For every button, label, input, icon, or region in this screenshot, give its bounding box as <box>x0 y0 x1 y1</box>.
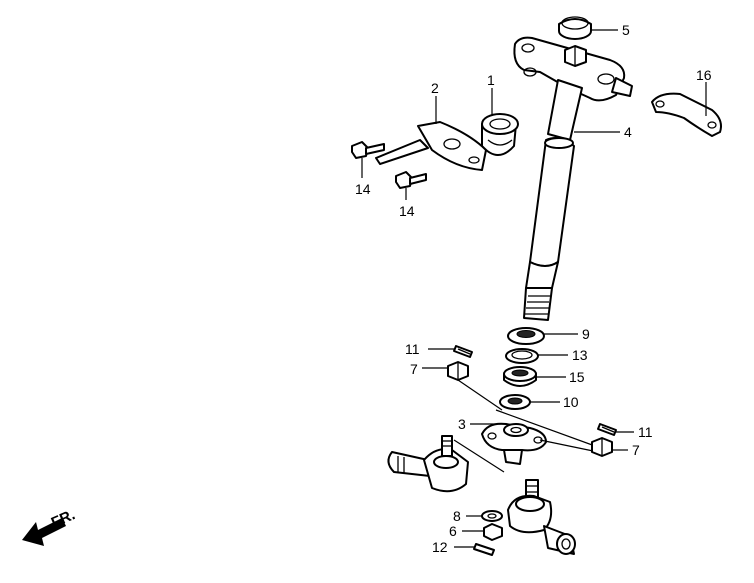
part-12-cotter-pin <box>473 543 495 556</box>
part-5-cap <box>558 16 592 40</box>
part-9-oil-seal <box>507 327 545 345</box>
callout-14-lower: 14 <box>399 203 415 219</box>
part-13-circlip <box>505 348 539 364</box>
part-11-cotter-pin-left <box>453 345 473 358</box>
callout-4: 4 <box>624 124 632 140</box>
part-7-castle-nut-left <box>447 361 469 381</box>
callout-1: 1 <box>487 72 495 88</box>
callout-16: 16 <box>696 67 712 83</box>
part-14-bolt-lower <box>395 171 427 189</box>
part-2-holder <box>375 121 487 171</box>
callout-7-left: 7 <box>410 361 418 377</box>
callout-10: 10 <box>563 394 579 410</box>
callout-12: 12 <box>432 539 448 555</box>
part-4-steering-shaft <box>513 36 633 321</box>
callout-6: 6 <box>449 523 457 539</box>
part-10-oil-seal <box>499 394 531 410</box>
part-1-bushing <box>481 113 519 156</box>
part-6-nut <box>483 523 503 541</box>
tie-rod-end-left <box>387 435 469 493</box>
part-7-castle-nut-right <box>591 437 613 457</box>
callout-11-right: 11 <box>638 424 653 440</box>
front-direction-label: FR. <box>49 506 78 531</box>
callout-13: 13 <box>572 347 588 363</box>
callout-11-left: 11 <box>405 341 420 357</box>
callout-3: 3 <box>458 416 466 432</box>
callout-7-right: 7 <box>632 442 640 458</box>
callout-8: 8 <box>453 508 461 524</box>
part-11-cotter-pin-right <box>597 423 617 436</box>
arrow-left-down-icon <box>22 518 66 546</box>
tie-rod-end-right <box>507 479 576 555</box>
part-3-arm <box>481 422 547 465</box>
part-8-washer <box>481 510 503 522</box>
callout-15: 15 <box>569 369 585 385</box>
callout-14-upper: 14 <box>355 181 371 197</box>
part-15-bearing <box>503 366 537 387</box>
callout-9: 9 <box>582 326 590 342</box>
part-16-clamp <box>651 92 722 137</box>
callout-5: 5 <box>622 22 630 38</box>
part-14-bolt-upper <box>351 141 385 159</box>
callout-2: 2 <box>431 80 439 96</box>
